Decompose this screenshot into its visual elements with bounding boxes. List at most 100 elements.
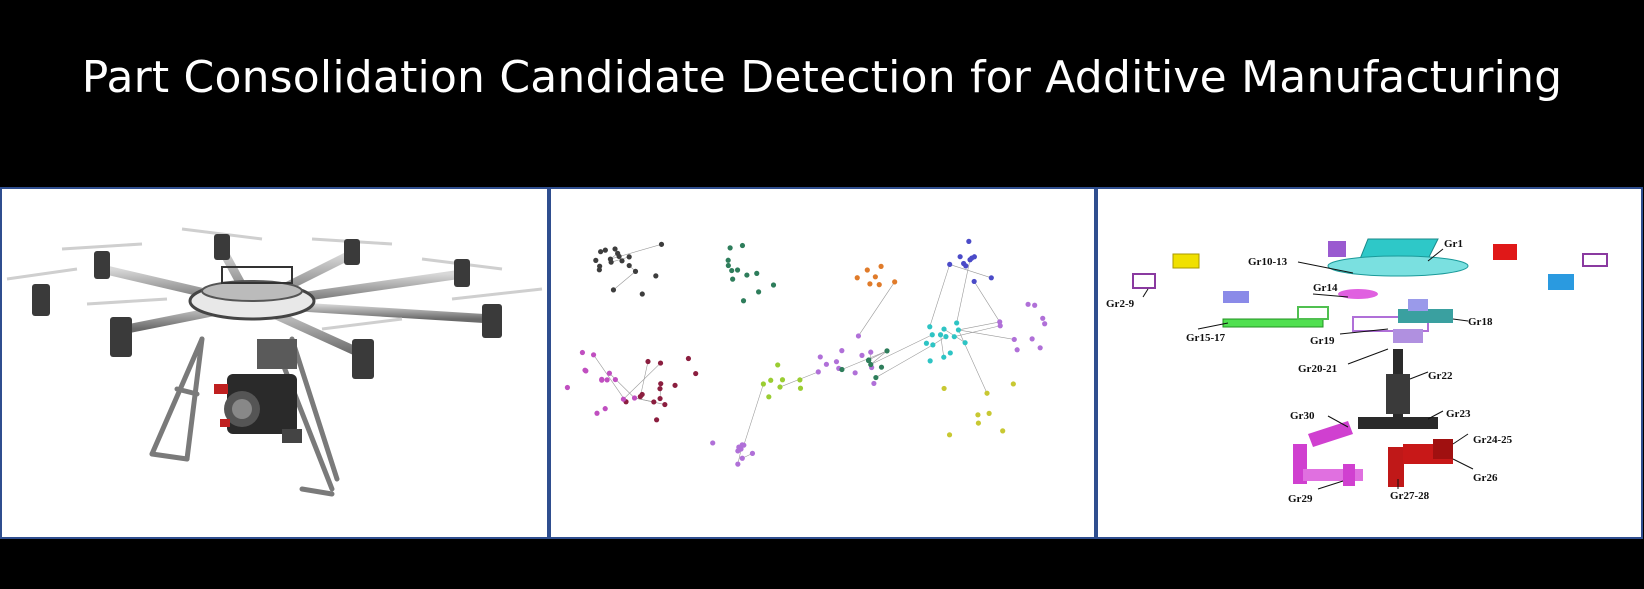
graph-node: [727, 245, 733, 251]
graph-node: [997, 319, 1003, 325]
graph-node: [975, 412, 981, 418]
graph-node: [1032, 302, 1038, 308]
graph-node: [653, 273, 659, 279]
landing-gear: [149, 336, 340, 497]
motors: [32, 234, 502, 379]
assembly-parts: [1132, 238, 1608, 487]
graph-node: [740, 298, 747, 304]
label-gr30: Gr30: [1290, 410, 1315, 422]
graph-edge: [634, 397, 665, 405]
graph-edge: [949, 264, 992, 279]
graph-edge: [870, 334, 933, 365]
graph-node: [606, 370, 613, 376]
graph-edge: [609, 373, 635, 399]
graph-edge: [958, 329, 988, 394]
graph-node: [876, 282, 882, 288]
groups-image-panel: Gr1 Gr10-13 Gr2-9 Gr14 Gr18 Gr15-17 Gr19…: [1096, 187, 1643, 539]
graph-node: [598, 249, 604, 255]
graph-node: [878, 364, 885, 370]
graph-node: [615, 250, 621, 256]
graph-node: [662, 401, 668, 408]
graph-node: [1037, 345, 1043, 351]
drone-illustration: [6, 227, 543, 497]
graph-node: [955, 327, 962, 333]
graph-node: [962, 340, 968, 346]
graph-node: [639, 291, 645, 297]
graph-node: [766, 394, 772, 400]
graph-node: [1011, 336, 1017, 343]
graph-node: [839, 348, 845, 354]
graph-edge: [929, 264, 950, 327]
graph-node: [729, 267, 735, 274]
graph-edge: [875, 344, 934, 378]
label-gr20-21: Gr20-21: [1298, 363, 1337, 375]
graph-node: [756, 289, 762, 295]
label-gr19: Gr19: [1310, 335, 1335, 347]
graph-node: [854, 275, 860, 281]
graph-node: [651, 399, 657, 405]
graph-node: [947, 261, 953, 268]
graph-node: [957, 254, 963, 260]
graph-node: [975, 420, 982, 426]
graph-node: [626, 262, 632, 269]
graph-node: [777, 384, 783, 390]
graph-edge: [593, 354, 627, 402]
graph-node: [620, 396, 627, 402]
graph-node: [839, 366, 845, 373]
graph-node: [986, 410, 992, 416]
graph-node: [672, 382, 678, 388]
graph-node: [872, 274, 878, 280]
graph-node: [739, 455, 745, 461]
graph-node: [579, 349, 586, 356]
graph-node: [929, 332, 935, 338]
graph-node: [855, 333, 862, 339]
group-labels: Gr1 Gr10-13 Gr2-9 Gr14 Gr18 Gr15-17 Gr19…: [1106, 238, 1513, 505]
graph-node: [971, 278, 977, 285]
graph-node: [657, 386, 663, 392]
graph-node: [657, 360, 664, 366]
graph-node: [963, 263, 969, 269]
graph-node: [754, 270, 760, 276]
graph-node: [632, 268, 639, 274]
graph-node: [969, 255, 975, 261]
graph-node: [596, 267, 602, 273]
graph-node: [871, 380, 877, 387]
graph-node: [937, 332, 944, 338]
label-gr10-13: Gr10-13: [1248, 256, 1288, 268]
graph-node: [657, 395, 663, 402]
graph-node: [1014, 347, 1020, 353]
graph-node: [884, 348, 890, 354]
page-title: Part Consolidation Candidate Detection f…: [81, 52, 1563, 103]
label-gr27-28: Gr27-28: [1390, 490, 1430, 502]
graph-node: [817, 354, 823, 360]
graph-node: [608, 259, 614, 265]
graph-node: [734, 267, 741, 273]
graph-node: [1029, 336, 1035, 342]
graph-node: [966, 238, 972, 244]
graph-node: [619, 258, 625, 264]
graph-node: [833, 359, 840, 365]
graph-node: [602, 406, 608, 412]
graph-node: [768, 377, 774, 383]
graph-node: [594, 410, 600, 416]
graph-node: [685, 355, 692, 362]
graph-node: [760, 381, 766, 387]
graph-edge: [870, 350, 888, 365]
graph-node: [602, 247, 608, 253]
exploded-assembly: Gr1 Gr10-13 Gr2-9 Gr14 Gr18 Gr15-17 Gr19…: [1106, 238, 1608, 505]
graph-node: [943, 334, 949, 340]
graph-node: [997, 323, 1003, 329]
graph-edge: [743, 383, 764, 446]
graph-node: [770, 282, 777, 288]
graph-node: [947, 350, 953, 356]
label-gr1: Gr1: [1444, 238, 1463, 250]
label-gr2-9: Gr2-9: [1106, 298, 1135, 310]
graph-node: [954, 320, 960, 326]
graph-edge: [973, 281, 1000, 323]
label-gr26: Gr26: [1473, 472, 1498, 484]
graph-node: [927, 358, 933, 364]
graph-edge: [958, 321, 1000, 331]
graph-node: [867, 281, 873, 287]
graph-node: [1025, 301, 1031, 307]
graph-node: [815, 369, 821, 375]
